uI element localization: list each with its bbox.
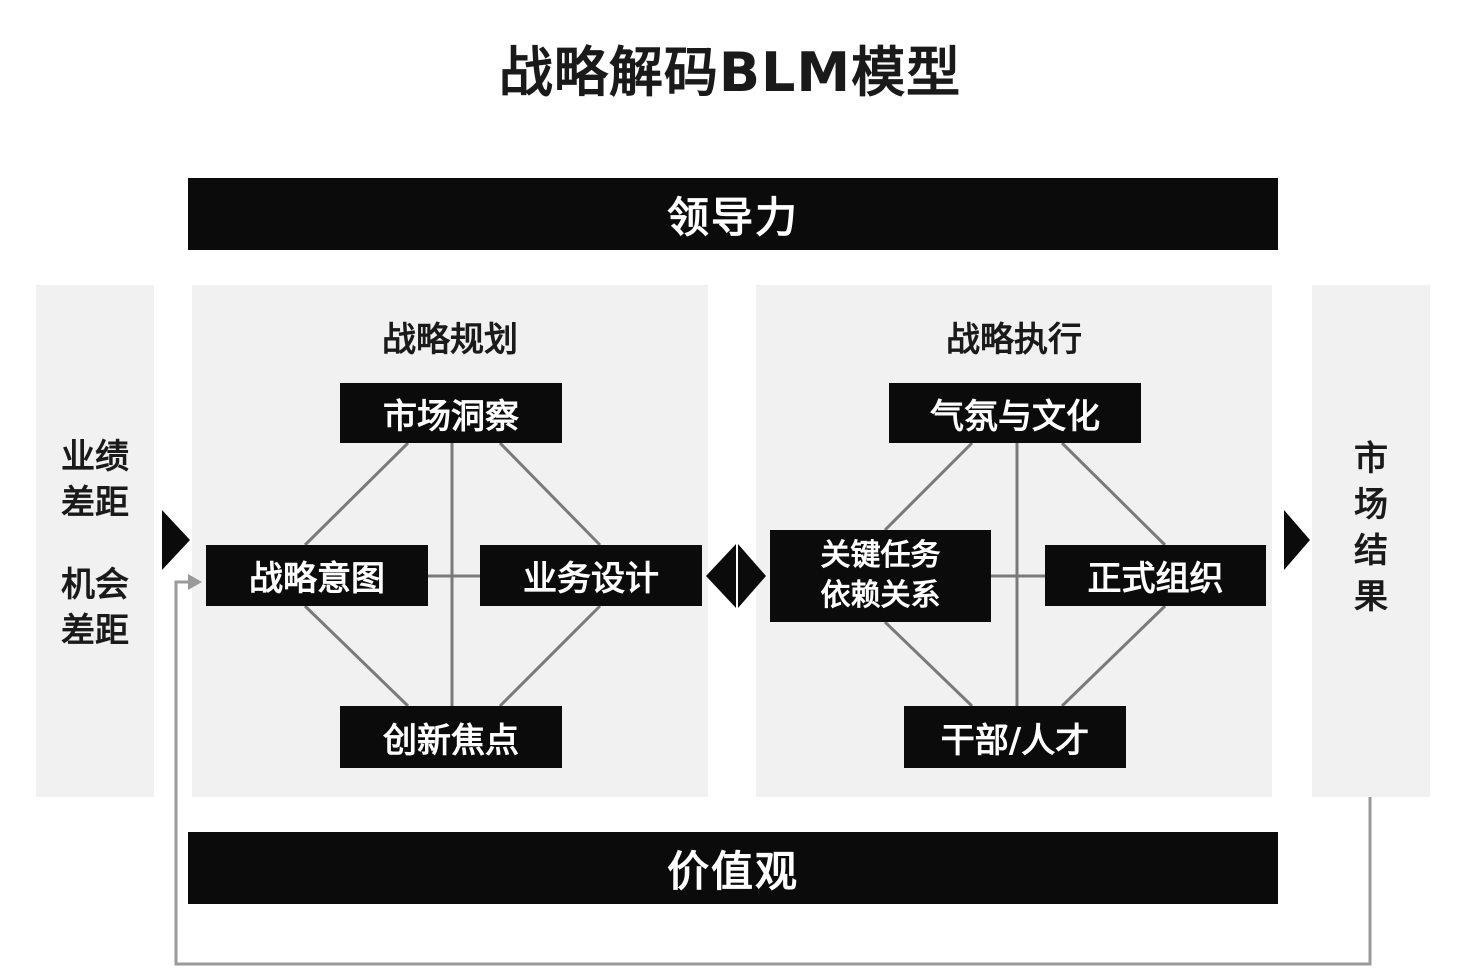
climate-culture-box: 气氛与文化 <box>889 383 1141 443</box>
performance-gap-panel <box>36 285 154 797</box>
gap-label: 差距 <box>61 483 129 523</box>
values-bar: 价值观 <box>188 832 1278 904</box>
formal-organization-box: 正式组织 <box>1045 545 1266 606</box>
performance-gap-label: 业绩 差距 <box>36 434 154 526</box>
execution-connectors <box>883 441 1167 708</box>
key-tasks-label: 关键任务 <box>820 538 941 573</box>
gap-label: 差距 <box>61 611 129 651</box>
dependencies-label: 依赖关系 <box>820 578 941 613</box>
opportunity-gap-label: 机会 差距 <box>36 562 154 654</box>
leadership-bar: 领导力 <box>188 178 1278 250</box>
strategy-planning-title: 战略规划 <box>382 320 518 360</box>
planning-connectors <box>303 441 602 708</box>
diagram-title: 战略解码BLM模型 <box>498 41 962 104</box>
strategic-intent-box: 战略意图 <box>206 545 428 606</box>
business-design-box: 业务设计 <box>480 545 702 606</box>
feedback-loop-line <box>174 580 1372 966</box>
key-tasks-box: 关键任务 依赖关系 <box>770 530 991 622</box>
market-result-label: 市 场 结 果 <box>1354 439 1388 617</box>
talent-box: 干部/人才 <box>904 706 1126 768</box>
arrow-right-icon <box>1284 510 1310 570</box>
arrow-right-icon <box>162 510 190 570</box>
strategy-execution-title: 战略执行 <box>946 320 1082 360</box>
arrow-right-icon <box>738 544 766 608</box>
market-insight-box: 市场洞察 <box>340 383 562 443</box>
innovation-focus-box: 创新焦点 <box>340 706 562 768</box>
performance-label: 业绩 <box>61 437 129 477</box>
feedback-arrow-icon <box>188 574 202 590</box>
arrow-left-icon <box>706 544 736 608</box>
market-result-panel <box>1312 285 1430 797</box>
opportunity-label: 机会 <box>61 565 129 605</box>
